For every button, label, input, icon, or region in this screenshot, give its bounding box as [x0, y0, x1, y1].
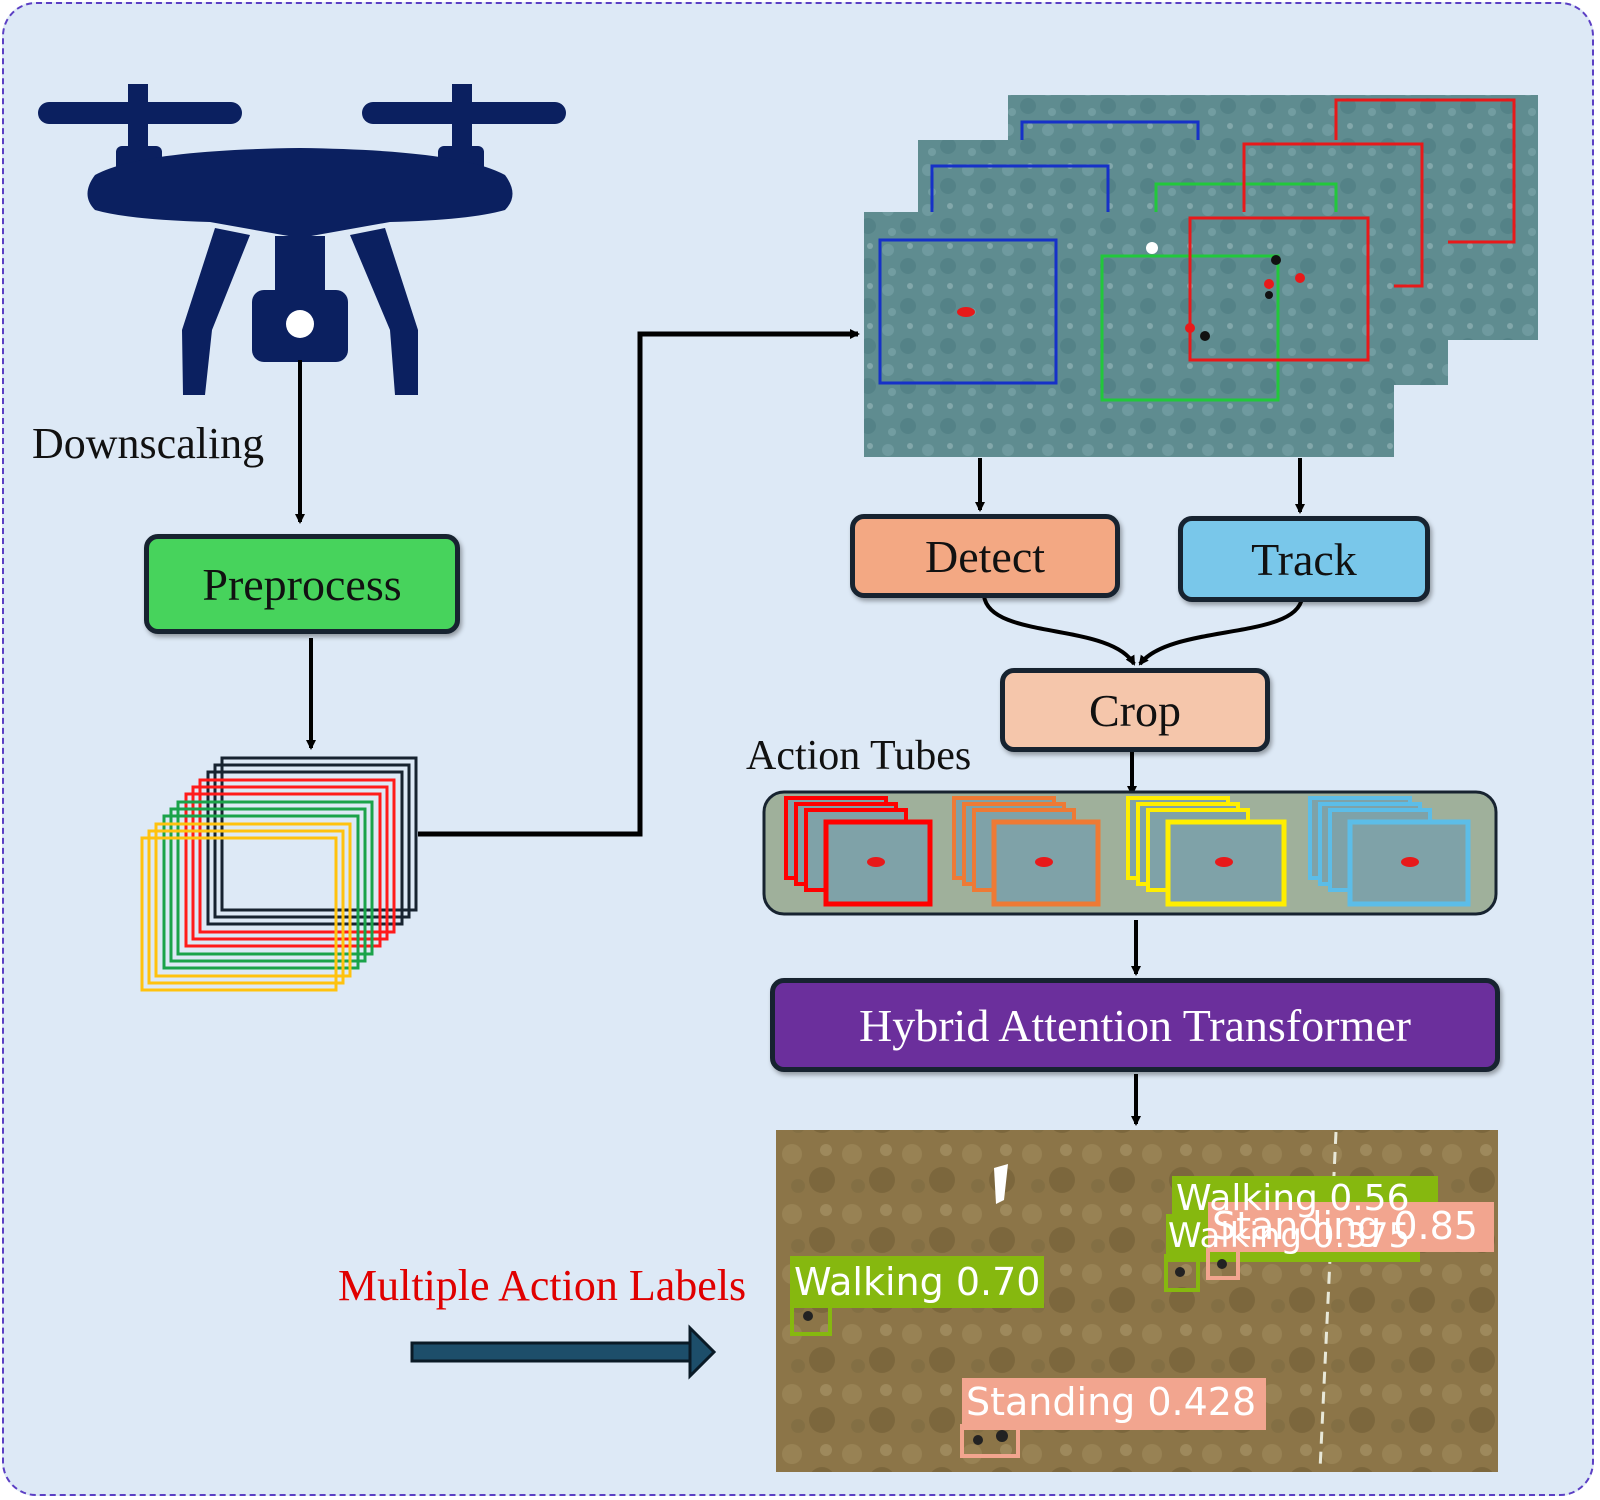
multiple-action-labels-label: Multiple Action Labels	[338, 1261, 747, 1310]
detection-label: Walking 0.70	[794, 1260, 1041, 1304]
detect-label: Detect	[924, 530, 1046, 582]
downscaling-label: Downscaling	[32, 419, 265, 468]
detection-label: Standing 0.428	[966, 1380, 1257, 1424]
crop-box: Crop	[1000, 668, 1270, 752]
action-tube-yellow	[1126, 796, 1287, 907]
detection-bg-standing-085	[1208, 1202, 1494, 1252]
crop-label: Crop	[1089, 684, 1181, 736]
transformer-box: Hybrid Attention Transformer	[770, 978, 1500, 1072]
track-box: Track	[1178, 516, 1430, 602]
track-label: Track	[1251, 533, 1357, 585]
drone-icon	[38, 84, 566, 395]
action-tubes-label: Action Tubes	[746, 733, 972, 779]
action-tube-orange	[952, 796, 1101, 907]
detection-bg-walking-070	[790, 1256, 1044, 1308]
action-tube-red	[784, 796, 933, 907]
detection-label: Walking 0.56	[1176, 1178, 1410, 1219]
aerial-frame-front	[864, 212, 1394, 457]
transformer-label: Hybrid Attention Transformer	[859, 999, 1411, 1051]
detect-box: Detect	[850, 514, 1120, 598]
action-tube-blue	[1308, 796, 1471, 907]
big-arrow-icon	[410, 1324, 717, 1380]
frame-stack-icon	[140, 756, 418, 992]
detection-label: Walking 0.375	[1168, 1216, 1411, 1256]
camera-icon	[286, 310, 314, 338]
preprocess-label: Preprocess	[202, 558, 402, 610]
preprocess-box: Preprocess	[144, 534, 460, 634]
detection-label: Standing 0.85	[1212, 1204, 1478, 1248]
detection-bg-standing-0428	[962, 1378, 1266, 1430]
